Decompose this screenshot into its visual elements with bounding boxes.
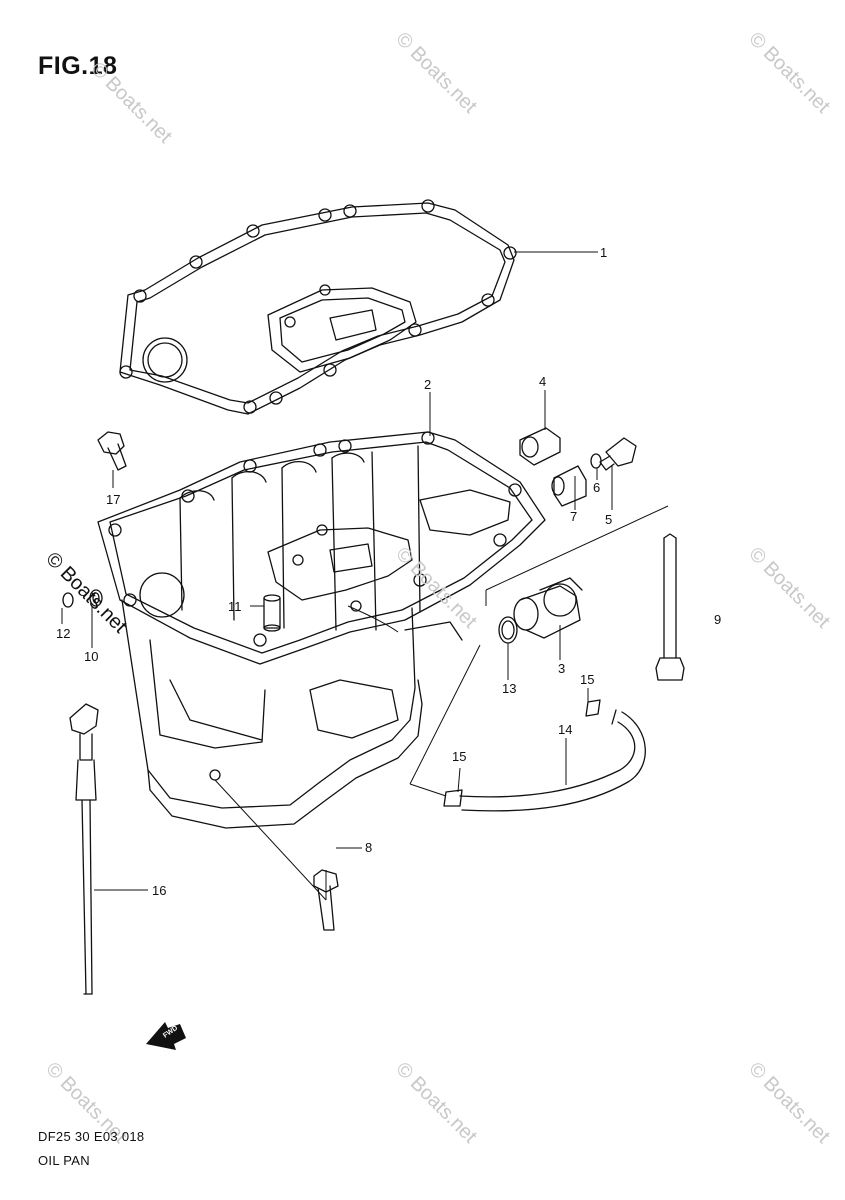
oil-pan-part (97, 431, 546, 829)
long-bolt-9-part (655, 533, 685, 681)
callout-7: 7 (570, 509, 577, 524)
figure-title: FIG.18 (38, 52, 118, 80)
callout-4: 4 (539, 374, 546, 389)
callout-13: 13 (502, 681, 516, 696)
callout-8: 8 (365, 840, 372, 855)
drawing-code: DF25 30 E03 018 (38, 1129, 145, 1144)
callout-17: 17 (106, 492, 120, 507)
watermark: © Boats.net (744, 543, 834, 633)
callout-6: 6 (593, 480, 600, 495)
watermark: © Boats.net (744, 28, 834, 118)
callout-15-clamp: 15 (580, 672, 594, 687)
oil-pan-bolt-bosses (108, 431, 522, 781)
bolt-17-part (97, 431, 127, 471)
watermark: © Boats.net (744, 1058, 834, 1148)
leader-lines (61, 251, 669, 901)
watermark-group: © Boats.net © Boats.net © Boats.net © Bo… (41, 28, 834, 1148)
callout-2: 2 (424, 377, 431, 392)
watermark: © Boats.net (391, 1058, 481, 1148)
drain-bolt-8-part (313, 869, 339, 931)
callout-14: 14 (558, 722, 572, 737)
callout-11: 11 (228, 599, 242, 614)
callout-16: 16 (152, 883, 166, 898)
hose-14-part (459, 709, 646, 812)
drawing-name: OIL PAN (38, 1153, 90, 1168)
fitting-4-part (519, 427, 561, 466)
sleeve-7-part (551, 465, 587, 507)
fwd-arrow-icon (146, 1022, 186, 1050)
callout-10: 10 (84, 649, 98, 664)
union-3-part (513, 577, 583, 639)
gasket-part (119, 199, 517, 415)
clamp-15-parts (443, 699, 601, 807)
watermark: © Boats.net (86, 58, 176, 148)
callout-12: 12 (56, 626, 70, 641)
bolt-10-part (89, 589, 103, 607)
callout-3: 3 (558, 661, 565, 676)
washer-6-part (590, 453, 602, 469)
dowel-pin-part (263, 594, 281, 632)
plug-5-part (599, 437, 637, 471)
callout-1: 1 (600, 245, 607, 260)
gasket-bolt-holes (119, 199, 517, 414)
dipstick-16-part (69, 703, 99, 995)
callout-15-clamp-lower: 15 (452, 749, 466, 764)
callout-5: 5 (605, 512, 612, 527)
callout-9: 9 (714, 612, 721, 627)
washer-12-part (62, 592, 74, 608)
watermark: © Boats.net (391, 28, 481, 118)
callout-labels: 1 2 3 4 5 6 7 8 9 10 11 12 13 14 15 15 1… (56, 245, 721, 898)
o-ring-13-part (498, 616, 518, 644)
